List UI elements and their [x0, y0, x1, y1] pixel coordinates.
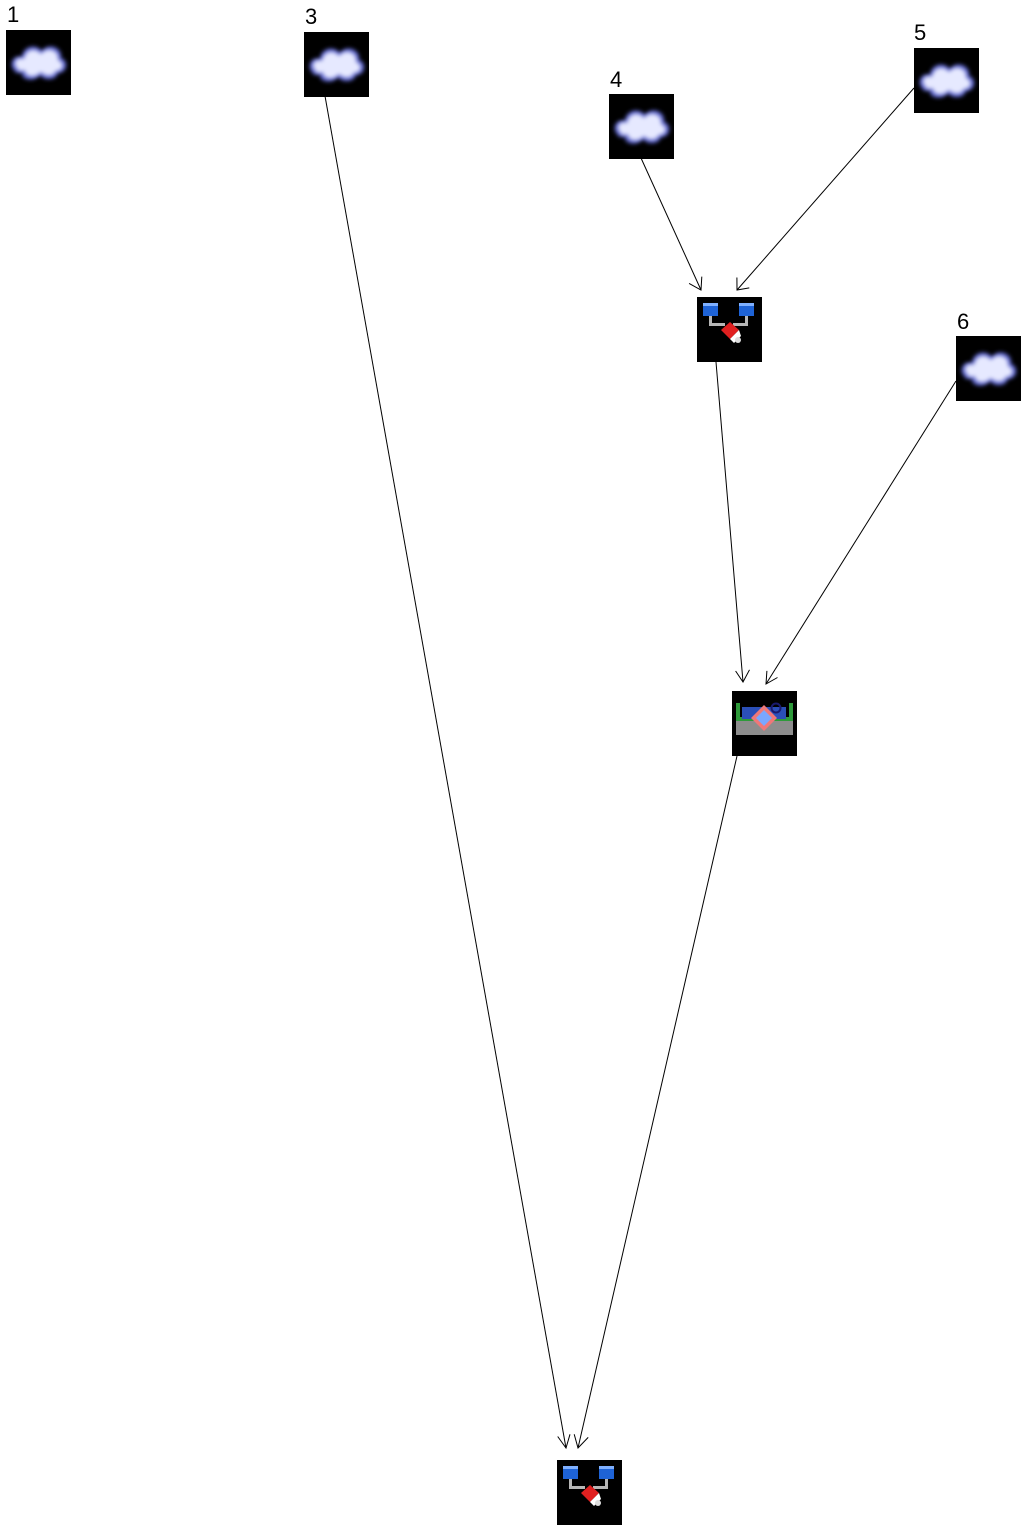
node-6[interactable]: [956, 336, 1021, 401]
cloud-icon: [614, 110, 670, 144]
edge-process-to-merge2: [573, 755, 738, 1449]
merge-icon: [703, 303, 754, 343]
edge-6-to-process: [765, 380, 957, 685]
edge-3-to-merge2: [324, 95, 571, 1450]
node-3[interactable]: [304, 32, 369, 97]
cloud-icon: [309, 48, 365, 82]
edge-merge-to-process: [715, 361, 750, 683]
merge-icon: [563, 1466, 614, 1506]
node-label-5: 5: [914, 20, 927, 45]
edge-5-to-merge: [736, 87, 915, 291]
node-5[interactable]: [914, 48, 979, 113]
process-icon: [736, 702, 793, 735]
cloud-icon: [919, 64, 975, 98]
merge-node-2[interactable]: [557, 1460, 622, 1525]
node-4[interactable]: [609, 94, 674, 159]
node-label-6: 6: [957, 309, 970, 334]
node-label-1: 1: [7, 2, 20, 27]
node-label-4: 4: [610, 67, 623, 92]
process-node[interactable]: [732, 691, 797, 756]
cloud-icon: [961, 352, 1017, 386]
node-label-3: 3: [305, 4, 318, 29]
node-1[interactable]: [6, 30, 71, 95]
cloud-icon: [11, 46, 67, 80]
edge-4-to-merge: [640, 157, 703, 291]
merge-node-1[interactable]: [697, 297, 762, 362]
